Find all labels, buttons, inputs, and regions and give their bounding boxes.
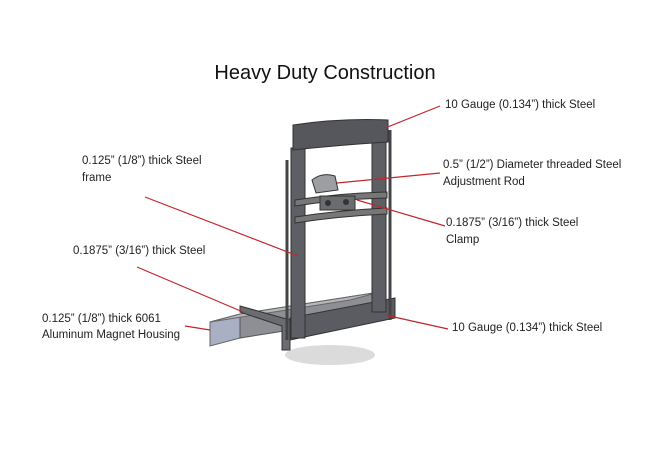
leader-frame (144, 196, 299, 257)
adjustment-knob (311, 174, 339, 194)
label-clamp-line1: 0.1875” (3/16”) thick Steel (446, 217, 579, 229)
shadow (285, 345, 375, 365)
label-housing-line2: Aluminum Magnet Housing (42, 329, 181, 341)
top-bar (292, 119, 389, 151)
clamp (294, 174, 388, 224)
leader-rod (336, 172, 441, 184)
leader-base-plate (384, 314, 449, 330)
left-post (290, 147, 306, 339)
label-bracket: 0.1875” (3/16”) thick Steel (73, 245, 206, 257)
right-post (371, 139, 387, 313)
label-rod-line1: 0.5” (1/2”) Diameter threaded Steel (443, 159, 622, 171)
label-base-plate: 10 Gauge (0.134”) thick Steel (452, 322, 603, 334)
label-housing-line1: 0.125” (1/8”) thick 6061 (42, 313, 161, 325)
diagram-title: Heavy Duty Construction (214, 62, 436, 84)
label-frame-line1: 0.125” (1/8”) thick Steel (82, 155, 202, 167)
label-clamp-line2: Clamp (446, 234, 480, 246)
label-top-bar: 10 Gauge (0.134”) thick Steel (445, 99, 596, 111)
bracket (239, 305, 291, 351)
label-frame-line2: frame (82, 172, 112, 184)
leader-bracket (136, 266, 244, 313)
label-rod-line2: Adjustment Rod (443, 176, 525, 188)
leader-lines (136, 105, 449, 331)
leader-housing (184, 325, 211, 331)
leader-top-bar (384, 105, 441, 129)
ground-shadow (285, 345, 375, 365)
leader-clamp (356, 199, 446, 227)
